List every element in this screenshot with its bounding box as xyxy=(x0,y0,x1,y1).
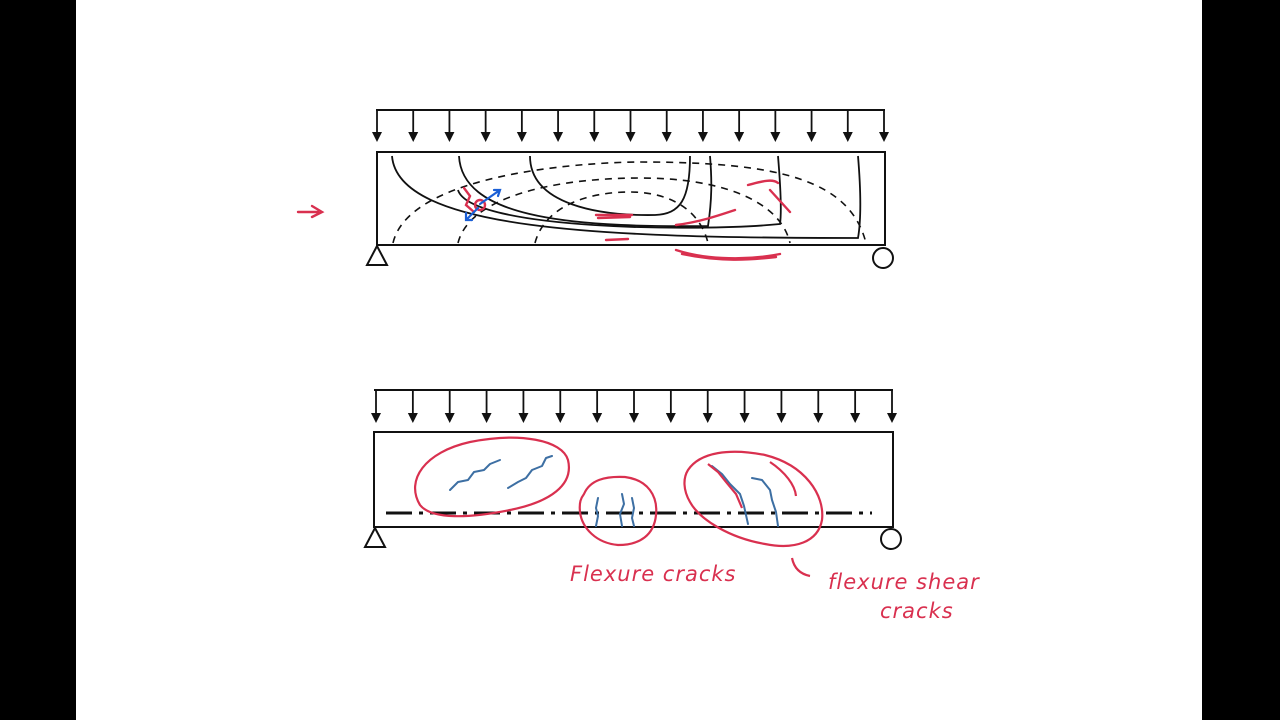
top-beam-body xyxy=(376,151,886,246)
top-load-arrowhead xyxy=(589,132,600,142)
red-circles xyxy=(414,436,824,578)
top-load-arrowhead xyxy=(842,132,853,142)
flexure-shear-label-line2: cracks xyxy=(880,599,954,623)
flexure-shear-label-line1: flexure shear xyxy=(828,570,980,594)
bottom-load-arrowhead xyxy=(702,413,713,423)
whiteboard-canvas xyxy=(76,0,1202,720)
bottom-beam-diagram: Flexure cracks flexure shear cracks xyxy=(363,389,980,623)
bottom-load-arrowhead xyxy=(850,413,861,423)
bottom-load-arrowhead xyxy=(444,413,455,423)
red-crack-mark-mid-2 xyxy=(604,237,630,242)
top-beam-diagram xyxy=(296,109,894,269)
bottom-load-arrowhead xyxy=(776,413,787,423)
flexure-shear-crack-1 xyxy=(711,465,749,525)
top-load-arrowhead xyxy=(734,132,745,142)
top-load-arrowhead xyxy=(372,132,382,142)
red-crack-overlay-1 xyxy=(707,463,744,509)
bottom-load-arrowhead xyxy=(518,413,529,423)
flexure-crack-1 xyxy=(595,497,599,527)
top-pin-support xyxy=(365,243,389,266)
top-load-arrowhead xyxy=(661,132,672,142)
top-load-arrowhead xyxy=(444,132,455,142)
bottom-load-arrowhead xyxy=(555,413,566,423)
bottom-roller-support xyxy=(880,528,902,550)
bottom-load-arrowhead xyxy=(629,413,639,423)
top-load-arrowhead xyxy=(625,132,636,142)
top-load-arrowhead xyxy=(806,132,817,142)
red-crack-mark-left xyxy=(462,186,476,214)
pointer-tick xyxy=(790,557,811,578)
bottom-load-arrowhead xyxy=(592,413,603,423)
red-element-circle xyxy=(473,198,487,212)
red-pointer-arrow xyxy=(296,204,325,219)
flexure-cracks-label: Flexure cracks xyxy=(570,562,737,586)
bottom-load-arrowhead xyxy=(371,413,381,423)
bottom-load-arrowhead xyxy=(887,413,897,423)
blue-arrow-2 xyxy=(464,206,480,222)
top-load-arrowhead xyxy=(770,132,781,142)
flexure-crack-2 xyxy=(619,493,625,527)
top-red-annotations xyxy=(296,179,792,261)
top-stress-trajectory-2 xyxy=(458,155,713,228)
red-crack-mark-mid-3 xyxy=(674,208,737,227)
flexure-zone-circle xyxy=(578,475,658,547)
red-crack-mark-mid-1 xyxy=(594,213,634,220)
top-load-arrowhead xyxy=(553,132,564,142)
top-load-arrowhead xyxy=(697,132,708,142)
top-stress-trajectory-1 xyxy=(391,155,862,239)
bottom-load-arrowhead xyxy=(665,413,676,423)
shear-crack-1 xyxy=(449,459,501,491)
flexure-shear-zone-circle xyxy=(683,450,824,548)
bottom-load-arrows xyxy=(371,390,897,423)
blue-crack-lines xyxy=(449,455,779,527)
top-tension-trajectory-1 xyxy=(392,161,867,244)
bottom-load-arrowhead xyxy=(481,413,492,423)
top-load-arrowhead xyxy=(516,132,527,142)
shear-crack-2 xyxy=(507,455,553,489)
bottom-load-arrowhead xyxy=(407,413,418,423)
bottom-beam-body xyxy=(373,431,894,528)
red-crack-bottom xyxy=(674,248,782,261)
flexure-crack-3 xyxy=(631,497,635,527)
top-roller-support xyxy=(872,247,894,269)
blue-arrow-1 xyxy=(478,188,502,206)
top-blue-annotations xyxy=(464,188,502,222)
red-crack-overlay-2 xyxy=(769,461,798,497)
bottom-load-arrowhead xyxy=(813,413,824,423)
top-stress-trajectory-4 xyxy=(457,155,782,229)
red-crack-mark-right xyxy=(746,179,792,214)
top-tension-trajectory-3 xyxy=(534,191,709,244)
top-load-arrowhead xyxy=(480,132,491,142)
shear-zone-circle xyxy=(414,436,571,518)
bottom-pin-support xyxy=(363,525,387,548)
top-load-arrowhead xyxy=(879,132,889,142)
bottom-load-arrowhead xyxy=(739,413,750,423)
flexure-shear-crack-2 xyxy=(751,477,779,527)
top-load-arrows xyxy=(372,110,889,142)
top-load-arrowhead xyxy=(408,132,419,142)
